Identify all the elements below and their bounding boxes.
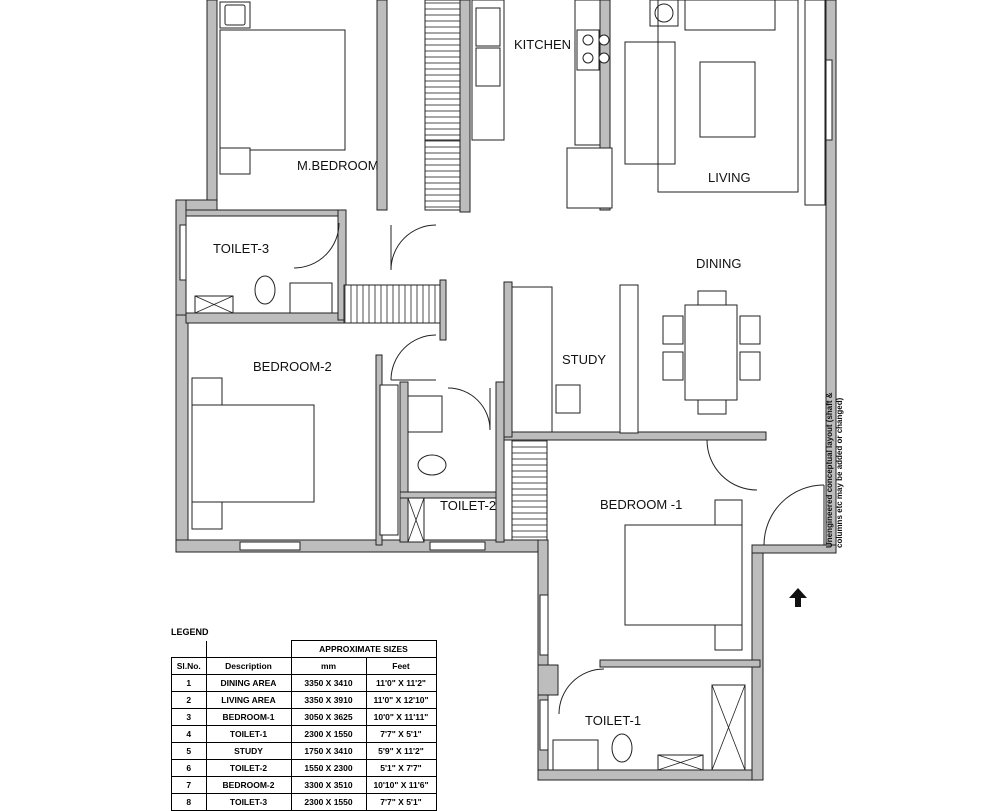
legend-col-feet: Feet: [365, 657, 437, 675]
label-bedroom-1: BEDROOM -1: [600, 497, 682, 512]
legend-cell: 3: [171, 708, 207, 726]
legend-cell: DINING AREA: [205, 674, 292, 692]
legend-cell: 10'10" X 11'6": [365, 776, 437, 794]
legend-cell: BEDROOM-2: [205, 776, 292, 794]
legend-col-description: Description: [205, 657, 292, 675]
legend-header-row: Sl.No. Description mm Feet: [171, 657, 437, 675]
legend-group-header: APPROXIMATE SIZES: [290, 640, 437, 658]
legend-table: APPROXIMATE SIZES Sl.No. Description mm …: [171, 640, 437, 811]
legend-row: 5 STUDY 1750 X 3410 5'9" X 11'2": [171, 742, 437, 760]
legend-cell: 5: [171, 742, 207, 760]
legend-group-header-row: APPROXIMATE SIZES: [171, 640, 437, 658]
legend-cell: 5'9" X 11'2": [365, 742, 437, 760]
label-kitchen: KITCHEN: [514, 37, 571, 52]
walls: [175, 0, 837, 781]
note-line-2: columns etc may be added or changed): [835, 397, 844, 548]
furniture: [191, 0, 826, 771]
legend-row: 3 BEDROOM-1 3050 X 3625 10'0" X 11'11": [171, 708, 437, 726]
legend-row: 8 TOILET-3 2300 X 1550 7'7" X 5'1": [171, 793, 437, 811]
legend-cell: 2300 X 1550: [290, 793, 367, 811]
legend-cell: 2: [171, 691, 207, 709]
legend-cell: 1550 X 2300: [290, 759, 367, 777]
legend-cell: TOILET-2: [205, 759, 292, 777]
label-toilet-2: TOILET-2: [440, 498, 496, 513]
legend-cell: LIVING AREA: [205, 691, 292, 709]
legend-cell: 10'0" X 11'11": [365, 708, 437, 726]
legend-row: 7 BEDROOM-2 3300 X 3510 10'10" X 11'6": [171, 776, 437, 794]
label-master-bedroom: M.BEDROOM: [297, 158, 379, 173]
legend-cell: 1750 X 3410: [290, 742, 367, 760]
legend-cell: BEDROOM-1: [205, 708, 292, 726]
label-living: LIVING: [708, 170, 751, 185]
legend-row: 6 TOILET-2 1550 X 2300 5'1" X 7'7": [171, 759, 437, 777]
legend-cell: 3050 X 3625: [290, 708, 367, 726]
legend-cell: 8: [171, 793, 207, 811]
legend-cell: 3350 X 3410: [290, 674, 367, 692]
legend: LEGEND APPROXIMATE SIZES Sl.No. Descript…: [171, 627, 437, 811]
legend-cell: TOILET-3: [205, 793, 292, 811]
stair-shafts: [343, 0, 548, 541]
legend-cell: 3300 X 3510: [290, 776, 367, 794]
legend-cell: 7: [171, 776, 207, 794]
entrance-arrow-icon: [789, 588, 807, 607]
label-dining: DINING: [696, 256, 742, 271]
windows: [179, 59, 833, 751]
label-study: STUDY: [562, 352, 606, 367]
legend-cell: 4: [171, 725, 207, 743]
label-bedroom-2: BEDROOM-2: [253, 359, 332, 374]
legend-cell: TOILET-1: [205, 725, 292, 743]
legend-cell: 11'0" X 11'2": [365, 674, 437, 692]
label-toilet-3: TOILET-3: [213, 241, 269, 256]
legend-title: LEGEND: [171, 627, 209, 637]
legend-cell: 11'0" X 12'10": [365, 691, 437, 709]
legend-row: 2 LIVING AREA 3350 X 3910 11'0" X 12'10": [171, 691, 437, 709]
legend-cell: 2300 X 1550: [290, 725, 367, 743]
legend-row: 4 TOILET-1 2300 X 1550 7'7" X 5'1": [171, 725, 437, 743]
legend-col-slno: Sl.No.: [171, 657, 207, 675]
legend-cell: 6: [171, 759, 207, 777]
shaft-cross-marks: [194, 295, 746, 771]
legend-cell: 5'1" X 7'7": [365, 759, 437, 777]
label-toilet-1: TOILET-1: [585, 713, 641, 728]
legend-row: 1 DINING AREA 3350 X 3410 11'0" X 11'2": [171, 674, 437, 692]
legend-cell: STUDY: [205, 742, 292, 760]
legend-cell: 7'7" X 5'1": [365, 725, 437, 743]
doors: [293, 222, 825, 715]
legend-cell: 7'7" X 5'1": [365, 793, 437, 811]
legend-cell: 1: [171, 674, 207, 692]
legend-cell: 3350 X 3910: [290, 691, 367, 709]
layout-note: Unengineered conceptual layout (shaft & …: [825, 392, 844, 548]
note-line-1: Unengineered conceptual layout (shaft &: [825, 392, 834, 548]
legend-col-mm: mm: [290, 657, 367, 675]
